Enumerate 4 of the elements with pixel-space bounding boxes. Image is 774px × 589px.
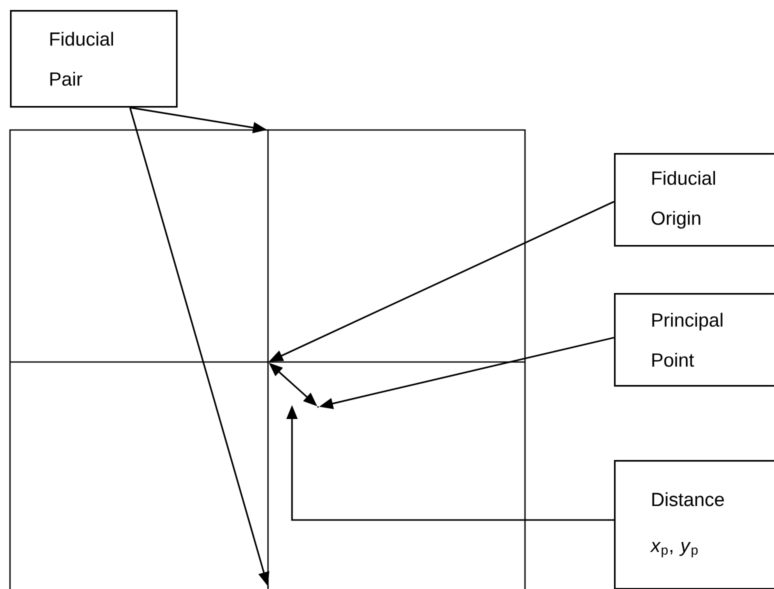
label-box: Principal Point [614,293,774,387]
label-box: Fiducial Origin [614,153,774,247]
label-box: Distance x$_{p}$, y$_{p}$ [614,460,774,589]
label-box: Fiducial Pair [10,10,178,108]
